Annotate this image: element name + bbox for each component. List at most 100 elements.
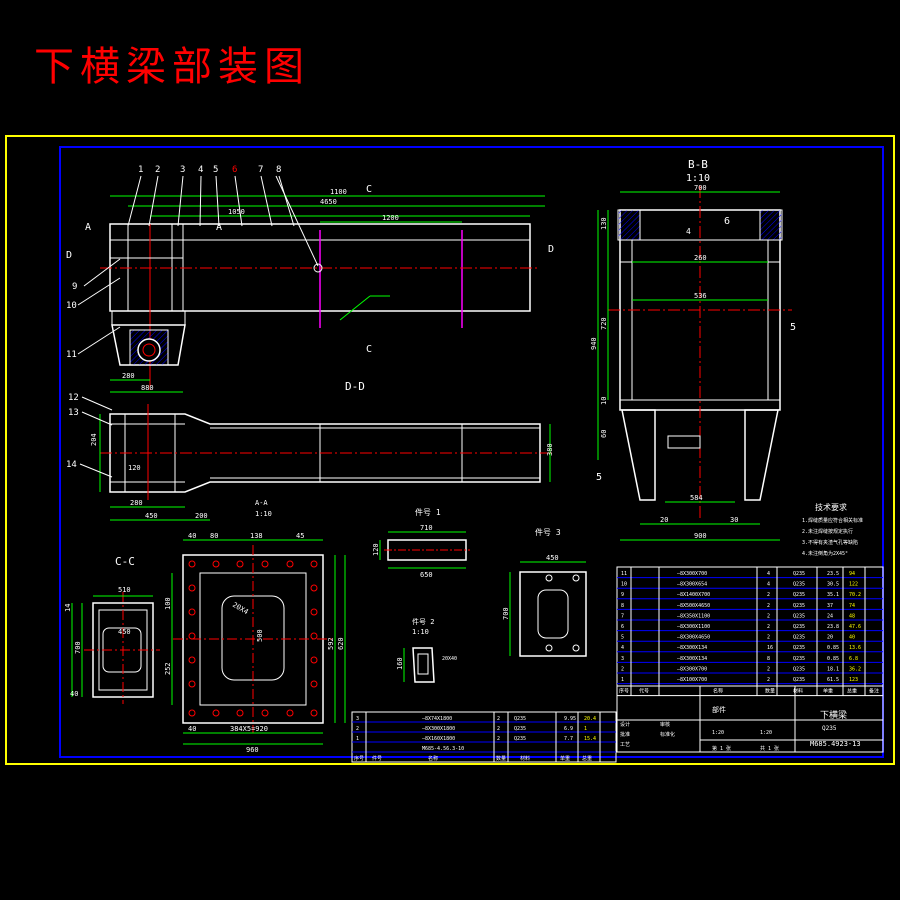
bom-cell: 35.1 bbox=[827, 592, 839, 598]
bom-cell: 1 bbox=[584, 726, 587, 732]
bom-cell: 4 bbox=[621, 645, 624, 651]
bom-cell: —8X300X1800 bbox=[422, 726, 455, 732]
leader-line bbox=[199, 175, 202, 227]
note-line: 2.未注焊缝按规定执行 bbox=[802, 528, 853, 535]
bom-cell: 2 bbox=[767, 624, 770, 630]
title-role: 审核 bbox=[660, 721, 670, 728]
bom-cell: 61.5 bbox=[827, 677, 839, 683]
part-number-label: 8 bbox=[276, 165, 281, 175]
bom-cell: 0.85 bbox=[827, 645, 839, 651]
dimension-label: 584 bbox=[690, 494, 703, 502]
bolt-hole bbox=[310, 709, 318, 717]
bom-header-cell: 数量 bbox=[496, 755, 506, 762]
dim-lower-left: 280 bbox=[122, 372, 135, 380]
left-leg bbox=[621, 409, 656, 501]
dimension-label: 940 bbox=[590, 337, 598, 350]
bom-header-cell: 名称 bbox=[713, 688, 723, 695]
leader-line bbox=[127, 175, 142, 227]
bolt-hole bbox=[188, 632, 196, 640]
bom-cell: Q235 bbox=[514, 736, 526, 742]
bom-cell: 8 bbox=[767, 656, 770, 662]
part-number-label: 11 bbox=[66, 350, 77, 360]
bom-cell: 5 bbox=[621, 635, 624, 641]
leader-line bbox=[148, 175, 159, 227]
bom-cell: 7 bbox=[621, 613, 624, 619]
dimension-label: 650 bbox=[420, 571, 433, 579]
bom-cell: 7.7 bbox=[564, 736, 573, 742]
section-c-bottom: C bbox=[366, 344, 372, 355]
bom-cell: Q235 bbox=[793, 582, 805, 588]
bom-cell: 2 bbox=[497, 726, 500, 732]
bom-header-cell: 总重 bbox=[847, 688, 857, 695]
bolt-hole bbox=[188, 560, 196, 568]
bom-cell: —8X300X134 bbox=[677, 656, 707, 662]
bom-cell: Q235 bbox=[793, 613, 805, 619]
leader-line bbox=[81, 411, 113, 426]
dimension-label: 120 bbox=[128, 464, 141, 472]
bom-cell: 37 bbox=[827, 603, 833, 609]
section-bb-scale: 1:10 bbox=[686, 173, 710, 184]
bolt-hole bbox=[236, 560, 244, 568]
bom-cell: 4 bbox=[767, 571, 770, 577]
piece-1-label: 件号 1 bbox=[415, 507, 441, 517]
section-cc-label: C-C bbox=[115, 555, 135, 568]
dimension-label: 130 bbox=[600, 217, 608, 230]
bom-cell: Q235 bbox=[793, 677, 805, 683]
dimension-label: 204 bbox=[90, 433, 98, 446]
part-number-label: 14 bbox=[66, 460, 77, 470]
bom-header-cell: 总重 bbox=[582, 755, 592, 762]
plan-outline bbox=[109, 413, 541, 493]
bom-cell: 20.4 bbox=[584, 716, 596, 722]
dimension-label: 60 bbox=[600, 430, 608, 438]
note-line: 3.不得有夹渣气孔等缺陷 bbox=[802, 539, 858, 546]
dimension-label: 20X4 bbox=[231, 601, 250, 616]
bom-cell: Q235 bbox=[793, 666, 805, 672]
dim-bottom: 880 bbox=[141, 384, 154, 392]
bom-cell: 6.8 bbox=[849, 656, 858, 662]
bom-header-cell: 材料 bbox=[520, 755, 530, 762]
bom-cell: Q235 bbox=[514, 716, 526, 722]
piece-3-plate bbox=[519, 571, 587, 657]
dimension-label: 450 bbox=[118, 628, 131, 636]
part-number-label: 2 bbox=[155, 165, 160, 175]
dimension-label: 100 bbox=[164, 597, 172, 610]
dimension-label: 280 bbox=[130, 499, 143, 507]
bom-cell: M685-4.56.3-10 bbox=[422, 746, 464, 752]
bolt-hole bbox=[188, 709, 196, 717]
dimension-label: 384X5=920 bbox=[230, 725, 268, 733]
bom-cell: 9.95 bbox=[564, 716, 576, 722]
leader-line bbox=[79, 463, 113, 478]
bom-cell: 40 bbox=[849, 635, 855, 641]
bom-header-cell: 序号 bbox=[354, 755, 364, 762]
title-sheets: 共 1 张 bbox=[760, 745, 779, 752]
bom-cell: 9 bbox=[621, 592, 624, 598]
bom-cell: 2 bbox=[621, 666, 624, 672]
section-aa-label: A-A bbox=[255, 499, 268, 507]
leader-line bbox=[234, 175, 243, 227]
title-part-name: 下横梁 bbox=[820, 709, 847, 721]
bom-cell: —8X300X4650 bbox=[677, 635, 710, 641]
bolt-hole bbox=[188, 656, 196, 664]
bom-cell: Q235 bbox=[793, 571, 805, 577]
dimension-label: 200 bbox=[195, 512, 208, 520]
bom-cell: 20 bbox=[827, 635, 833, 641]
bom-cell: 8 bbox=[621, 603, 624, 609]
elevation-view: 1100 4650 1050 1200 880 280 C C A A D D … bbox=[66, 165, 554, 393]
bolt-hole bbox=[236, 709, 244, 717]
bolt-hole bbox=[212, 560, 220, 568]
dimension-label: 120 bbox=[372, 543, 380, 556]
bom-cell: —8X300X1100 bbox=[677, 624, 710, 630]
leader-line bbox=[83, 258, 121, 287]
dimension-label: 720 bbox=[600, 317, 608, 330]
bolt-hole bbox=[310, 608, 318, 616]
section-a-left: A bbox=[85, 222, 91, 233]
dimension-label: 40 bbox=[70, 690, 78, 698]
bom-cell: 3 bbox=[621, 656, 624, 662]
